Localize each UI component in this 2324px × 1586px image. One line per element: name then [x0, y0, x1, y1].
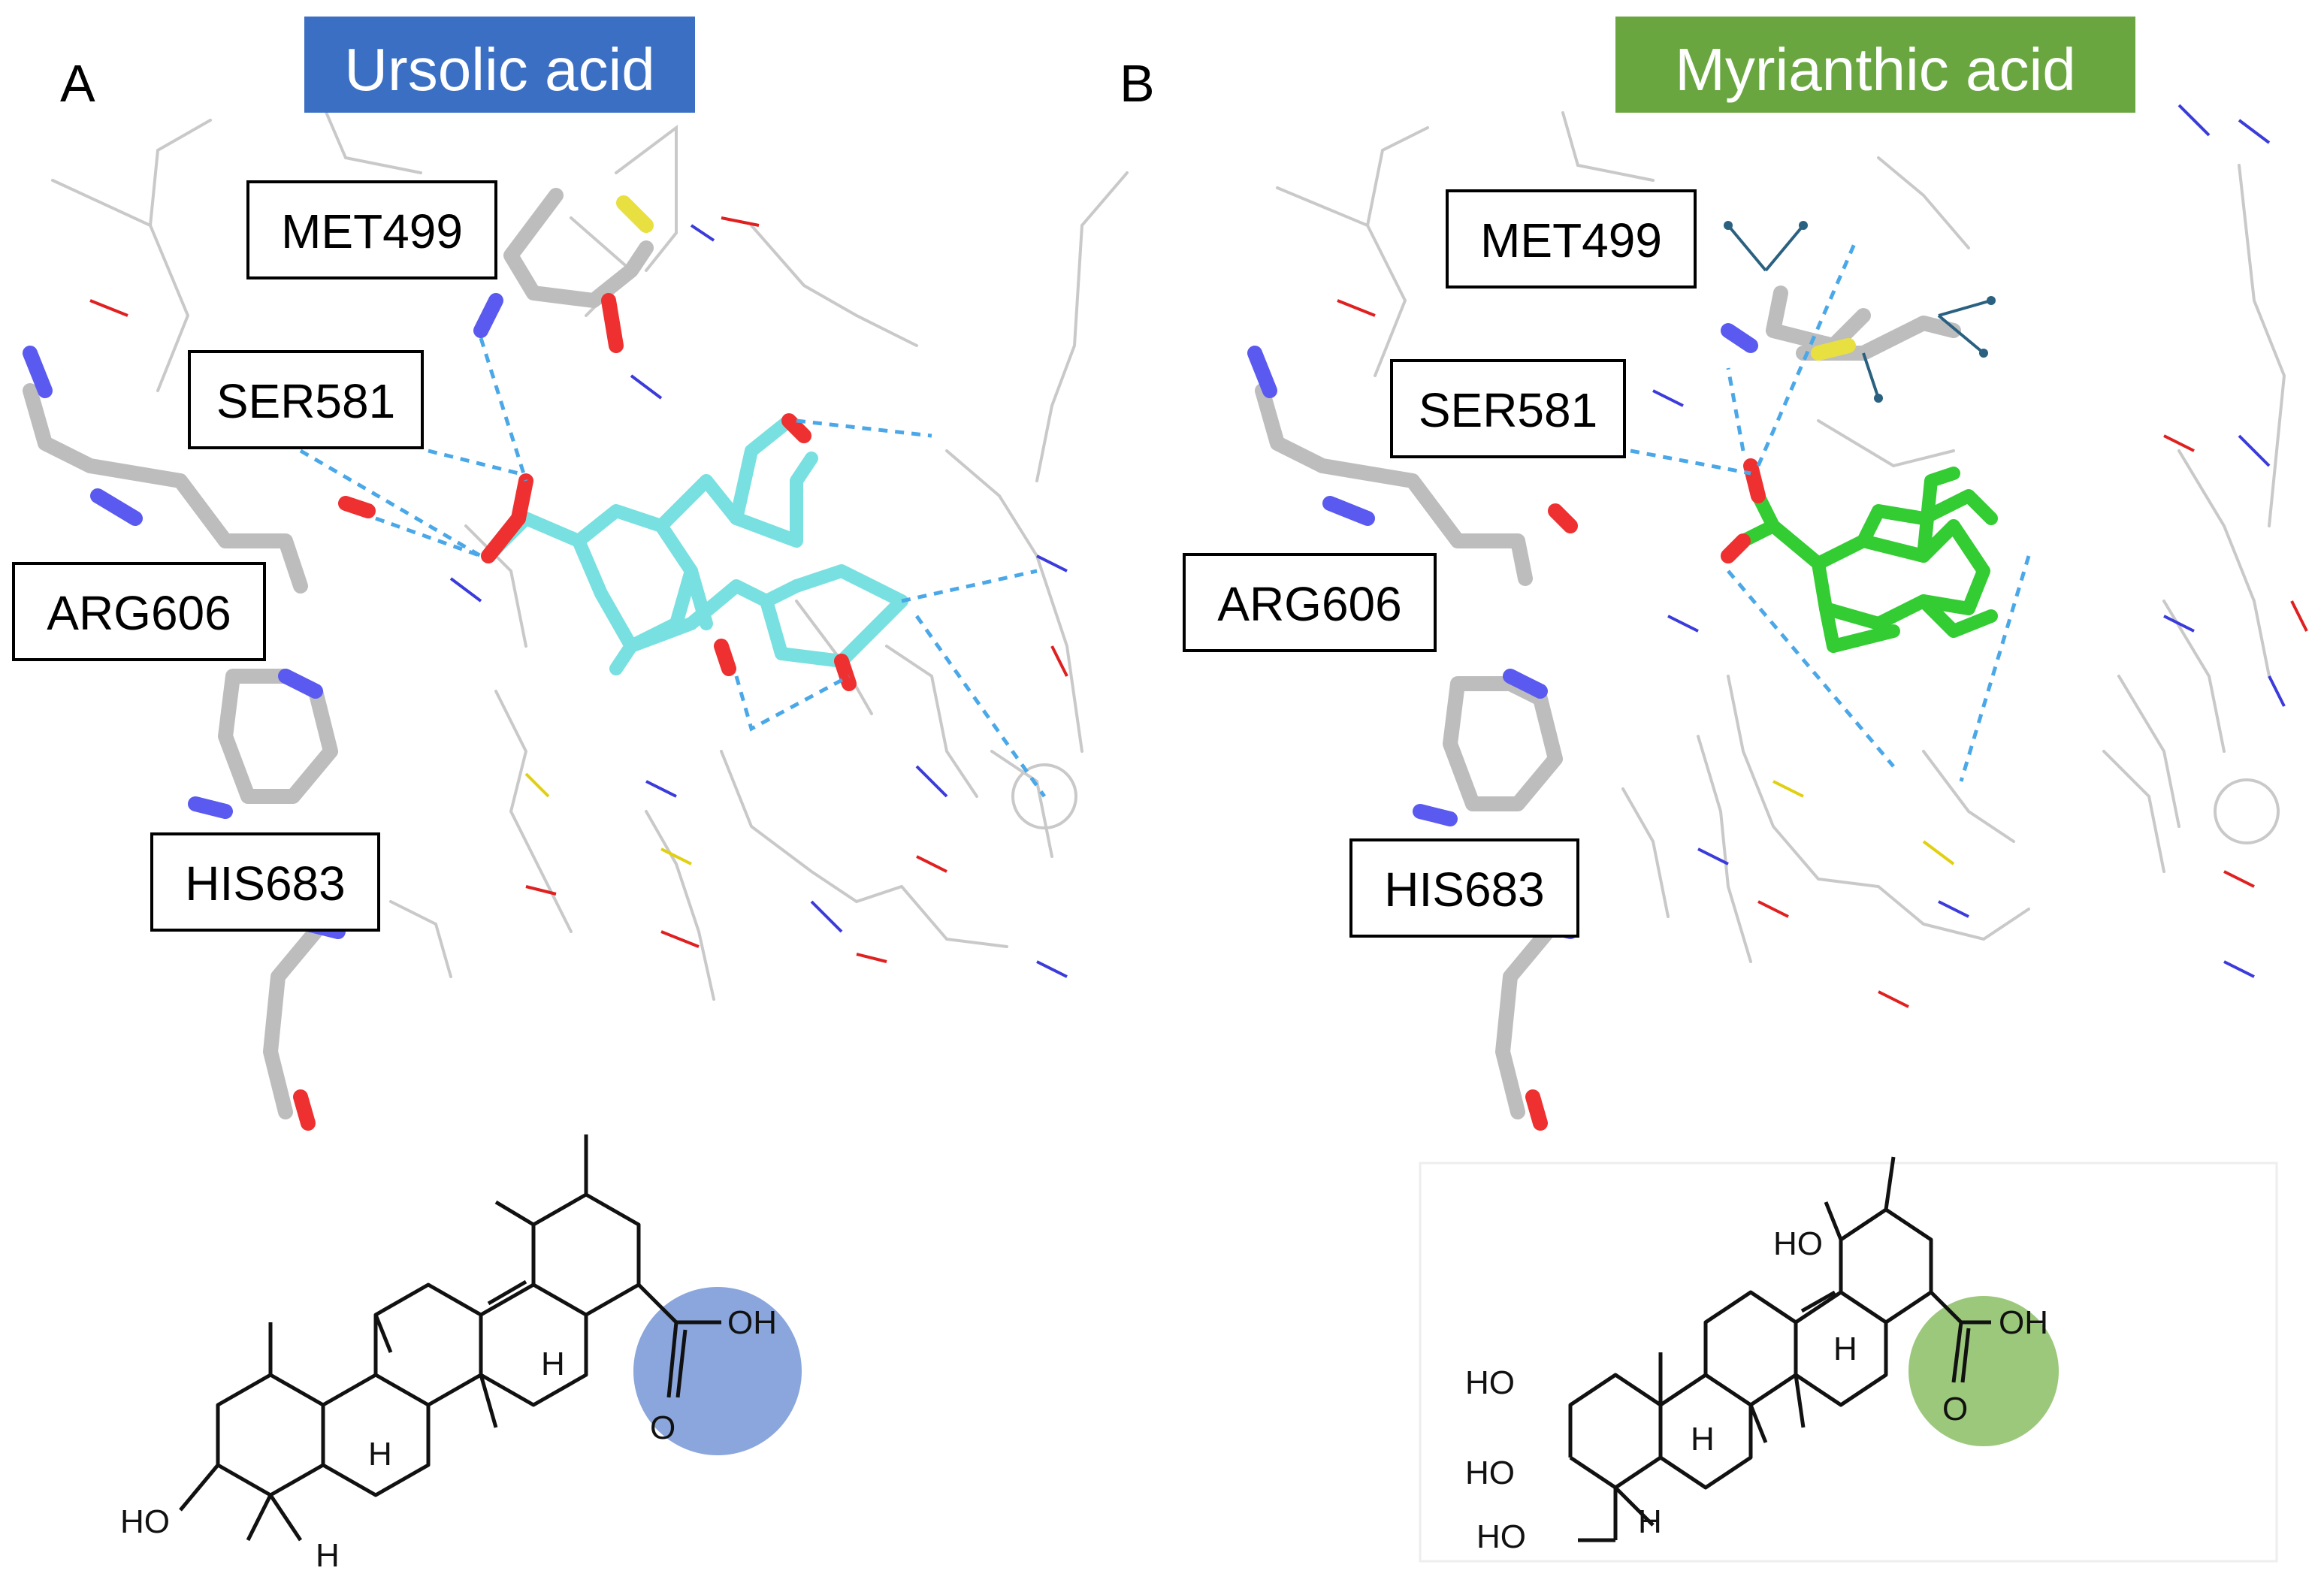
panel-b-met-probe: [1724, 221, 1996, 403]
panel-a-sticks: [23, 188, 654, 1131]
panel-b-atom-h3: H: [1638, 1503, 1662, 1540]
panel-a-title-box: [304, 17, 695, 113]
panel-a-residue-labels: MET499 SER581 ARG606 HIS683: [12, 180, 497, 932]
panel-b-residue-labels: MET499 SER581 ARG606 HIS683: [1183, 189, 1697, 938]
label-box-ser581-b: [1390, 359, 1626, 458]
panel-b-sticks: [1247, 221, 1996, 1131]
residue-label-arg606-b: ARG606: [1217, 577, 1401, 631]
label-box-arg606-b: [1183, 553, 1437, 652]
panel-b-atom-oh: OH: [1999, 1304, 2048, 1341]
panel-a-atom-ho: HO: [120, 1503, 170, 1540]
label-box-met499-a: [246, 180, 497, 279]
panel-b-title-box: [1615, 17, 2135, 113]
panel-b-letter: B: [1120, 54, 1155, 113]
panel-a-title: Ursolic acid: [344, 36, 654, 103]
label-box-met499-b: [1446, 189, 1697, 289]
label-box-ser581-a: [188, 350, 424, 449]
panel-a: A Ursolic acid MET499 SER581 ARG606 HIS6…: [12, 17, 1202, 1574]
panel-b-atom-ho2: HO: [1465, 1364, 1515, 1401]
label-box-arg606-a: [12, 562, 266, 661]
residue-label-met499-a: MET499: [281, 204, 463, 258]
residue-label-his683-a: HIS683: [185, 856, 345, 911]
residue-label-ser581-b: SER581: [1419, 383, 1597, 437]
panel-b-structure: OH O HO H H H HO HO HO: [1419, 1156, 2278, 1563]
panel-b-title: Myrianthic acid: [1675, 36, 2076, 103]
panel-b-hbonds: [1630, 240, 2031, 782]
residue-label-his683-b: HIS683: [1384, 862, 1544, 917]
panel-b-ligand: [1721, 458, 1998, 653]
panel-b-acid-highlight: [1908, 1296, 2059, 1446]
residue-label-met499-b: MET499: [1480, 213, 1662, 267]
panel-a-atom-h2: H: [368, 1436, 392, 1473]
panel-b-structure-frame: [1419, 1162, 2278, 1563]
residue-label-ser581-a: SER581: [216, 374, 395, 428]
panel-b-atom-h2: H: [1691, 1421, 1715, 1458]
panel-a-ligand: [481, 413, 908, 691]
label-box-his683-b: [1349, 838, 1579, 938]
panel-b-atom-o: O: [1942, 1391, 1968, 1427]
panel-b-atom-ho-top: HO: [1773, 1225, 1823, 1262]
panel-b: B Myrianthic acid MET499 SER581 ARG606 H…: [1120, 17, 2314, 1563]
panel-b-wireframe: [1276, 104, 2308, 1008]
panel-a-letter: A: [60, 54, 95, 113]
panel-b-atom-h1: H: [1833, 1331, 1857, 1367]
panel-b-atom-ho3: HO: [1465, 1455, 1515, 1491]
panel-b-atom-ho4: HO: [1476, 1518, 1526, 1555]
panel-a-atom-o: O: [650, 1409, 675, 1446]
panel-a-structure: OH O H H H HO: [120, 1134, 802, 1574]
panel-a-atom-h1: H: [541, 1346, 565, 1382]
panel-a-atom-h3: H: [316, 1537, 340, 1574]
panel-a-atom-oh: OH: [727, 1304, 777, 1341]
panel-a-hbonds: [299, 337, 1047, 798]
residue-label-arg606-a: ARG606: [47, 586, 231, 640]
label-box-his683-a: [150, 832, 380, 932]
